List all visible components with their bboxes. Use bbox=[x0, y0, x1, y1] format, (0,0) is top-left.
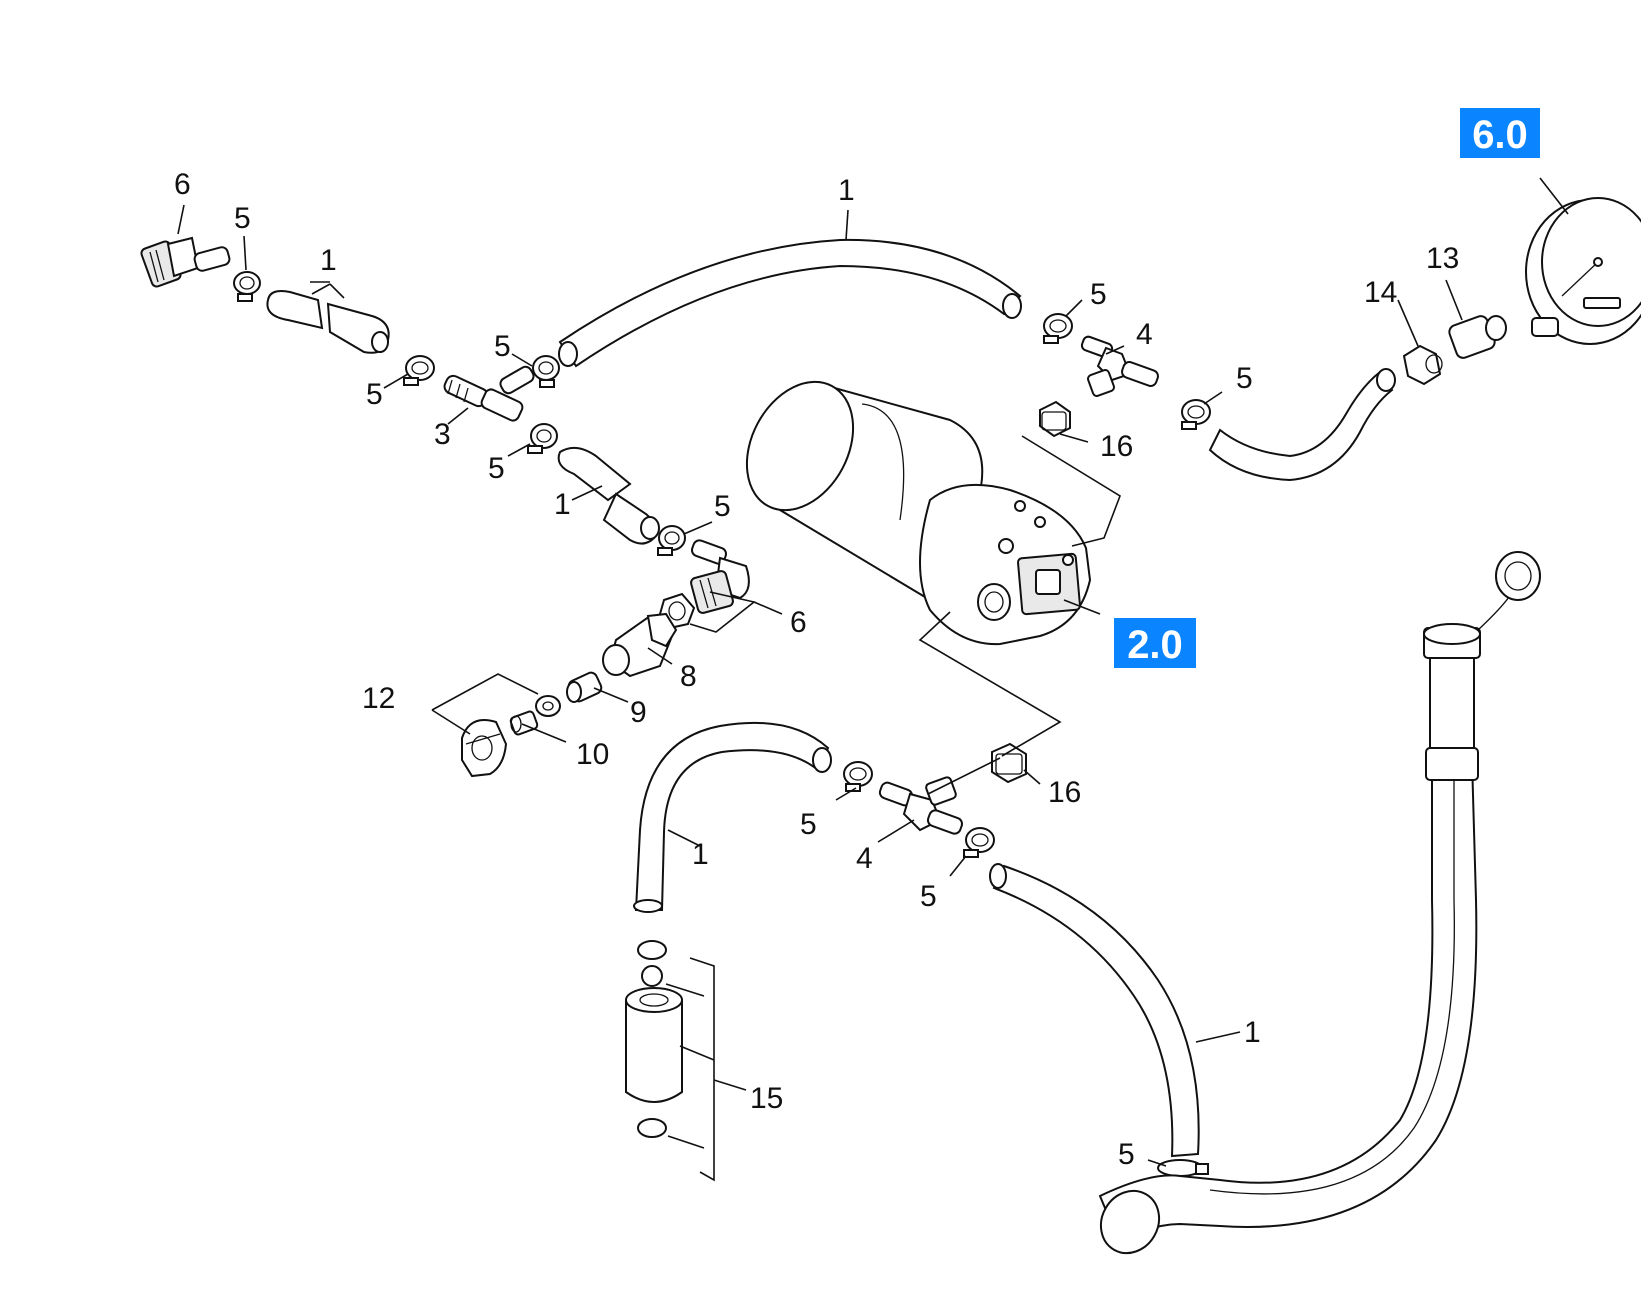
callout-6-top: 6 bbox=[174, 168, 191, 201]
clamp-5-f[interactable] bbox=[1043, 313, 1073, 344]
callout-16-top: 16 bbox=[1100, 430, 1133, 463]
callout-4-bottom: 4 bbox=[856, 842, 873, 875]
callout-5-a: 5 bbox=[234, 202, 251, 235]
hose-1-middle[interactable] bbox=[557, 446, 660, 545]
sleeve-9[interactable] bbox=[566, 671, 603, 704]
nozzle-12[interactable] bbox=[461, 719, 508, 778]
elbow-fitting-top-left[interactable] bbox=[140, 236, 231, 288]
callout-16-bottom: 16 bbox=[1048, 776, 1081, 809]
callout-1-right-bottom: 1 bbox=[1244, 1016, 1261, 1049]
suction-hose[interactable] bbox=[1090, 551, 1541, 1264]
badge-pump-bg bbox=[1114, 618, 1196, 668]
callout-6-mid: 6 bbox=[790, 606, 807, 639]
hose-1-left-bottom[interactable] bbox=[633, 721, 832, 913]
hose-1-gauge[interactable] bbox=[1208, 368, 1396, 482]
nipple-16-bottom[interactable] bbox=[991, 742, 1027, 784]
adapter-13[interactable] bbox=[1447, 314, 1507, 360]
callout-5-c: 5 bbox=[494, 330, 511, 363]
callout-1-long-top: 1 bbox=[838, 174, 855, 207]
clamp-5-i[interactable] bbox=[963, 827, 995, 858]
clamp-5-b[interactable] bbox=[403, 355, 435, 386]
pump-assembly[interactable] bbox=[726, 363, 1092, 646]
callout-1-left-bottom: 1 bbox=[692, 838, 709, 871]
callout-13: 13 bbox=[1426, 242, 1459, 275]
callout-8: 8 bbox=[680, 660, 697, 693]
callout-4-top: 4 bbox=[1136, 318, 1153, 351]
badge-pump-ref[interactable]: 2.0 bbox=[1114, 618, 1196, 668]
callout-14: 14 bbox=[1364, 276, 1397, 309]
clamp-5-g[interactable] bbox=[1181, 399, 1211, 430]
clamp-5-j[interactable] bbox=[1157, 1159, 1209, 1177]
clamp-5-d[interactable] bbox=[527, 423, 558, 454]
tee-fitting-4-bottom[interactable] bbox=[878, 776, 964, 835]
badge-gauge-ref[interactable]: 6.0 bbox=[1460, 108, 1540, 158]
elbow-fitting-middle[interactable] bbox=[690, 539, 750, 614]
coupling-8[interactable] bbox=[602, 612, 678, 678]
badge-gauge-label: 6.0 bbox=[1472, 113, 1528, 157]
tee-fitting-4-top[interactable] bbox=[1080, 335, 1160, 397]
hose-1-short[interactable] bbox=[266, 290, 390, 354]
nipple-14[interactable] bbox=[1402, 344, 1443, 386]
callout-5-j: 5 bbox=[1118, 1138, 1135, 1171]
clamp-5-h[interactable] bbox=[843, 761, 873, 792]
clamp-5-e[interactable] bbox=[657, 525, 686, 556]
callout-5-b: 5 bbox=[1090, 278, 1107, 311]
callout-1-short: 1 bbox=[320, 244, 337, 277]
washer-10[interactable] bbox=[535, 695, 561, 717]
badge-gauge-bg bbox=[1460, 108, 1540, 158]
callout-5-d: 5 bbox=[366, 378, 383, 411]
filter-15[interactable] bbox=[625, 940, 683, 1138]
callout-labels: 6 5 1 1 5 5 5 3 5 1 5 4 5 16 14 13 6 8 9… bbox=[174, 168, 1459, 1171]
callout-1-mid: 1 bbox=[554, 488, 571, 521]
nipple-16-top[interactable] bbox=[1039, 400, 1071, 438]
callout-9: 9 bbox=[630, 696, 647, 729]
callout-5-i: 5 bbox=[920, 880, 937, 913]
badge-pump-label: 2.0 bbox=[1127, 623, 1183, 667]
clamp-5-c[interactable] bbox=[532, 355, 560, 388]
callout-5-h: 5 bbox=[800, 808, 817, 841]
callout-5-g: 5 bbox=[1236, 362, 1253, 395]
tee-fitting-3[interactable] bbox=[442, 365, 535, 423]
nipple-10[interactable] bbox=[509, 710, 539, 736]
callout-15: 15 bbox=[750, 1082, 783, 1115]
hose-1-right-bottom[interactable] bbox=[989, 863, 1200, 1158]
pressure-gauge[interactable] bbox=[1525, 197, 1641, 345]
callout-10: 10 bbox=[576, 738, 609, 771]
callout-3: 3 bbox=[434, 418, 451, 451]
callout-12: 12 bbox=[362, 682, 395, 715]
hose-1-long-top[interactable] bbox=[558, 238, 1022, 368]
leader-lines bbox=[177, 177, 1569, 1182]
clamp-5-a[interactable] bbox=[233, 271, 261, 302]
callout-5-f: 5 bbox=[714, 490, 731, 523]
callout-5-e: 5 bbox=[488, 452, 505, 485]
